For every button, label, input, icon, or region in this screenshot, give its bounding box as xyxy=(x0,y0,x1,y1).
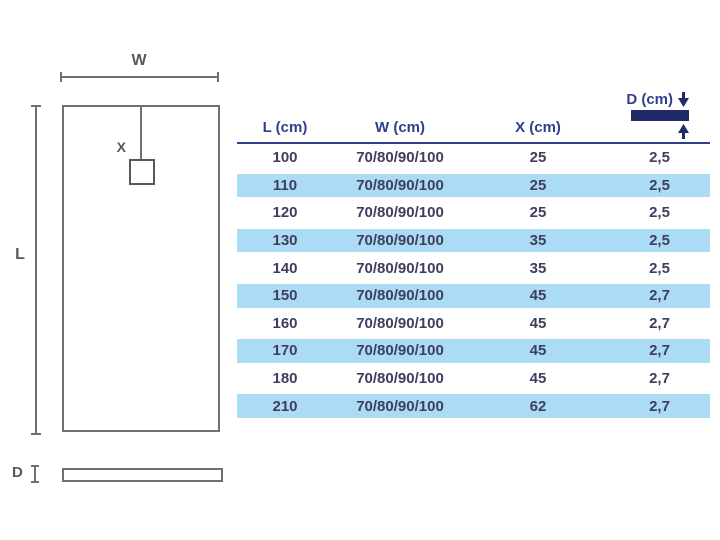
arrow-up-icon xyxy=(678,124,689,139)
cell-length: 150 xyxy=(272,287,298,305)
cell-depth: 2,5 xyxy=(649,149,670,167)
width-dimension-line xyxy=(60,72,219,82)
cell-depth: 2,7 xyxy=(649,370,670,388)
thickness-dimension-label: D xyxy=(12,464,23,481)
drain-distance-label: X xyxy=(116,139,126,155)
header-drain-distance: X (cm) xyxy=(515,119,561,136)
cell-width-options: 70/80/90/100 xyxy=(356,259,444,277)
cell-length: 100 xyxy=(272,149,298,167)
cell-depth: 2,5 xyxy=(649,259,670,277)
cell-depth: 2,7 xyxy=(649,287,670,305)
table-row: 160 70/80/90/100 45 2,7 xyxy=(237,310,710,338)
cell-depth: 2,7 xyxy=(649,342,670,360)
cell-depth: 2,5 xyxy=(649,204,670,222)
table-row: 210 70/80/90/100 62 2,7 xyxy=(237,392,710,420)
header-length: L (cm) xyxy=(262,119,308,136)
spec-table-header: L (cm) W (cm) X (cm) D (cm) xyxy=(237,85,710,142)
cell-width-options: 70/80/90/100 xyxy=(356,287,444,305)
drain-offset-line xyxy=(140,105,142,173)
tray-side-view-outline xyxy=(62,468,223,482)
cell-width-options: 70/80/90/100 xyxy=(356,370,444,388)
cell-length: 210 xyxy=(272,397,298,415)
cell-drain-distance: 25 xyxy=(529,149,547,167)
cell-drain-distance: 25 xyxy=(529,176,547,194)
header-depth-block: D (cm) xyxy=(626,91,689,139)
cell-width-options: 70/80/90/100 xyxy=(356,204,444,222)
header-divider-line xyxy=(237,142,710,144)
length-dimension-line xyxy=(31,105,41,435)
thickness-dimension-marker xyxy=(31,465,39,483)
table-row: 110 70/80/90/100 25 2,5 xyxy=(237,171,710,200)
cell-width-options: 70/80/90/100 xyxy=(356,176,444,194)
thickness-bar-icon xyxy=(631,110,689,121)
cell-length: 120 xyxy=(272,204,298,222)
cell-drain-distance: 35 xyxy=(529,232,547,250)
cell-drain-distance: 62 xyxy=(529,397,547,415)
table-row: 150 70/80/90/100 45 2,7 xyxy=(237,281,710,310)
cell-depth: 2,5 xyxy=(649,176,670,194)
cell-width-options: 70/80/90/100 xyxy=(356,149,444,167)
header-depth: D (cm) xyxy=(626,91,673,108)
cell-width-options: 70/80/90/100 xyxy=(356,342,444,360)
cell-width-options: 70/80/90/100 xyxy=(356,397,444,415)
table-row: 100 70/80/90/100 25 2,5 xyxy=(237,144,710,172)
cell-drain-distance: 35 xyxy=(529,259,547,277)
cell-drain-distance: 25 xyxy=(529,204,547,222)
cell-length: 140 xyxy=(272,259,298,277)
cell-length: 130 xyxy=(272,232,298,250)
spec-table-body: 100 70/80/90/100 25 2,5 110 70/80/90/100… xyxy=(237,144,710,420)
length-dimension-label: L xyxy=(15,246,25,263)
table-row: 130 70/80/90/100 35 2,5 xyxy=(237,226,710,255)
cell-drain-distance: 45 xyxy=(529,342,547,360)
cell-width-options: 70/80/90/100 xyxy=(356,232,444,250)
cell-drain-distance: 45 xyxy=(529,370,547,388)
cell-length: 180 xyxy=(272,370,298,388)
table-row: 120 70/80/90/100 25 2,5 xyxy=(237,199,710,227)
header-width: W (cm) xyxy=(375,119,425,136)
cell-depth: 2,7 xyxy=(649,314,670,332)
table-row: 180 70/80/90/100 45 2,7 xyxy=(237,365,710,393)
table-row: 140 70/80/90/100 35 2,5 xyxy=(237,254,710,282)
arrow-down-icon xyxy=(678,92,689,107)
cell-length: 160 xyxy=(272,314,298,332)
width-dimension-label: W xyxy=(131,52,148,69)
table-row: 170 70/80/90/100 45 2,7 xyxy=(237,337,710,365)
cell-drain-distance: 45 xyxy=(529,314,547,332)
cell-width-options: 70/80/90/100 xyxy=(356,314,444,332)
cell-depth: 2,5 xyxy=(649,232,670,250)
cell-length: 170 xyxy=(272,342,298,360)
cell-depth: 2,7 xyxy=(649,397,670,415)
cell-length: 110 xyxy=(272,176,298,194)
spec-table: L (cm) W (cm) X (cm) D (cm) 100 70 xyxy=(237,85,710,420)
drain-square xyxy=(129,159,155,185)
cell-drain-distance: 45 xyxy=(529,287,547,305)
